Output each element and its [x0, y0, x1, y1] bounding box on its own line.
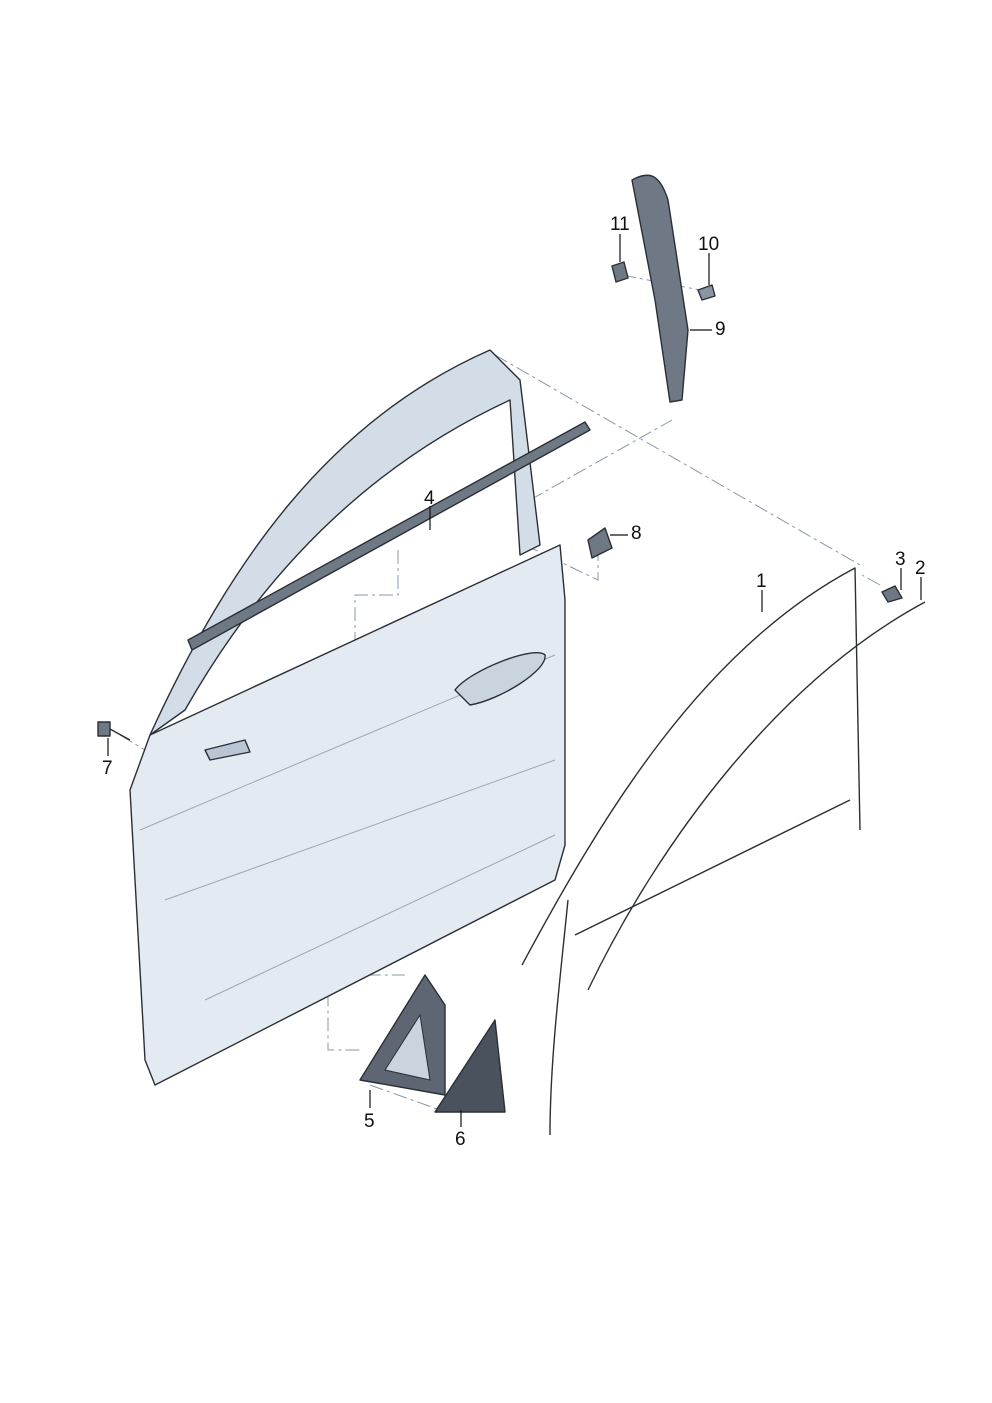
part-10-screw — [697, 284, 716, 301]
callout-3: 3 — [895, 549, 906, 570]
callout-9: 9 — [715, 319, 726, 340]
leader-lines — [107, 234, 922, 1127]
callout-5: 5 — [364, 1111, 375, 1132]
part-8-bracket — [587, 527, 613, 559]
part-11-clip — [611, 261, 629, 283]
callout-11: 11 — [610, 214, 630, 235]
callout-2: 2 — [915, 558, 926, 579]
callout-1: 1 — [756, 571, 767, 592]
callout-6: 6 — [455, 1129, 466, 1150]
part-1-window-seal — [521, 567, 861, 1136]
part-4-window-strip — [187, 421, 591, 651]
callout-8: 8 — [631, 523, 642, 544]
callout-4: 4 — [424, 488, 435, 509]
part-3-clip — [881, 585, 903, 603]
door-panel — [129, 349, 566, 1086]
callout-7: 7 — [102, 758, 113, 779]
part-5-triangle-cover — [359, 974, 446, 1096]
callout-10: 10 — [698, 234, 719, 255]
part-6-triangle-trim — [434, 1019, 506, 1113]
part-2-outer-seal — [587, 601, 926, 991]
part-7-bolt — [97, 721, 131, 741]
part-9-pillar-trim — [631, 174, 689, 403]
